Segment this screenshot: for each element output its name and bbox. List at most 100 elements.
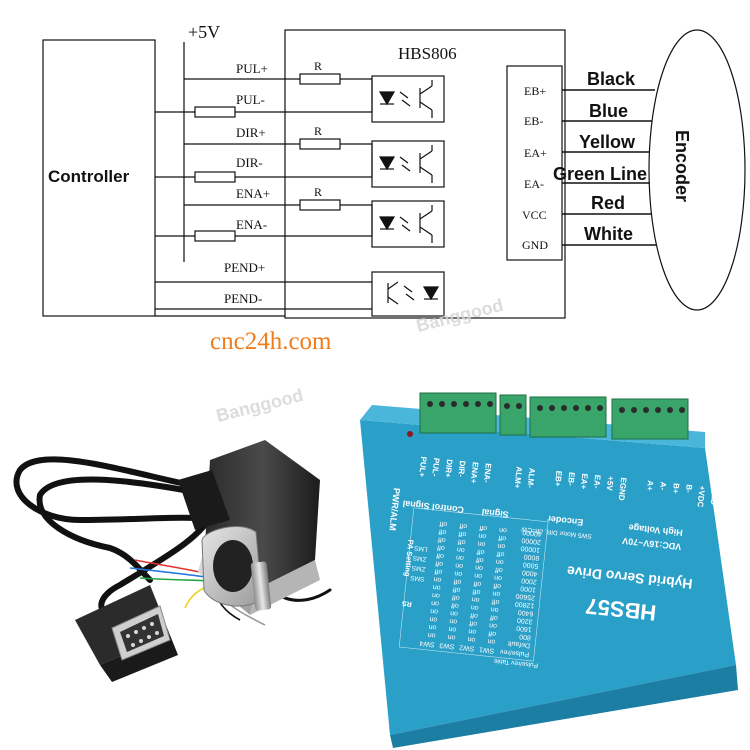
pin-label: ENA+: [236, 186, 270, 201]
table-cell: off: [437, 543, 445, 551]
servo-motor: [178, 440, 320, 615]
table-cell: on: [499, 526, 508, 534]
table-cell: off: [458, 538, 466, 546]
controller-pin-labels: PUL+ PUL- DIR+ DIR- ENA+ ENA- PEND+ PEND…: [224, 61, 270, 306]
group-label: Signal: [481, 507, 509, 520]
header-pin-label: B-: [684, 484, 694, 494]
table-cell: on: [454, 569, 463, 577]
wire-color-label: Black: [587, 69, 636, 89]
table-frame: [398, 507, 549, 662]
pa-setting-label: PA Setting: [403, 539, 416, 577]
table-header: SW3: [439, 641, 455, 650]
header-pin-label: EB+: [553, 470, 564, 487]
optocoupler-ena: [371, 200, 445, 248]
table-cell: off: [452, 593, 460, 601]
table-cell: off: [473, 579, 481, 587]
resistor: [299, 73, 341, 85]
wire-color-label: Green Line: [553, 164, 647, 184]
table-cell: 800: [519, 633, 531, 641]
encoder-connector: [506, 65, 563, 261]
wire-color-label: Red: [591, 193, 625, 213]
watermark: Banggood: [414, 295, 505, 336]
table-cell: on: [428, 623, 437, 631]
table-cell: on: [487, 637, 496, 645]
wire-color-labels: Black Blue Yellow Green Line Red White: [553, 69, 647, 244]
pa-line: ZMS: [411, 564, 426, 572]
table-cell: off: [470, 611, 478, 619]
optocoupler-pend: [371, 271, 445, 317]
resistor-label: R: [314, 185, 322, 199]
table-cell: on: [490, 605, 499, 613]
table-cell: 3200: [517, 616, 533, 625]
header-pin-label: A+: [645, 480, 655, 492]
encoder-ellipse: [648, 29, 746, 311]
table-cell: 12800: [514, 600, 534, 609]
table-cell: off: [472, 587, 480, 595]
supply-label: +5V: [188, 22, 220, 42]
table-cell: off: [491, 597, 499, 605]
header-group-labels: PWR/ALM Control Signal Signal Encoder Hi…: [387, 487, 683, 538]
wire-color-label: Yellow: [579, 132, 636, 152]
header-pin-label: EGND: [617, 477, 628, 501]
table-cell: off: [498, 534, 506, 542]
table-cell: on: [455, 561, 464, 569]
group-label: PWR/ALM: [387, 487, 401, 531]
table-cell: off: [452, 585, 460, 593]
watermark: Banggood: [214, 385, 305, 426]
pin-label: GND: [522, 238, 548, 252]
table-cell: 40000: [522, 528, 542, 537]
table-cell: on: [477, 540, 486, 548]
hbs57-drive: PUL+PUL-DIR+DIR-ENA+ENA-ALM+ALM-EB+EB-EA…: [360, 392, 738, 748]
table-cell: off: [435, 559, 443, 567]
pin-label: PUL-: [236, 92, 265, 107]
pa-line: ZMS: [412, 554, 427, 562]
encoder-label: Encoder: [672, 130, 692, 202]
terminal-block: [499, 394, 527, 436]
table-cell: off: [479, 524, 487, 532]
header-pin-label: A-: [658, 481, 668, 491]
pin-label: VCC: [522, 208, 547, 222]
table-title: Pulse/rev Table: [493, 657, 538, 669]
table-cell: on: [431, 599, 440, 607]
table-header: Pulse/rev: [499, 648, 529, 658]
table-cell: on: [432, 583, 441, 591]
table-cell: on: [497, 542, 506, 550]
table-cell: off: [453, 577, 461, 585]
resistor: [299, 199, 341, 211]
table-cell: on: [456, 546, 465, 554]
pin-label: EB-: [524, 114, 543, 128]
table-cell: off: [490, 613, 498, 621]
table-cell: on: [432, 591, 441, 599]
table-cell: 8000: [523, 553, 539, 562]
table-cell: on: [427, 631, 436, 639]
table-cell: off: [496, 550, 504, 558]
pa-setting-lines: LMS ZMS ZMS SMS: [409, 544, 428, 582]
header-pin-label: +VDC: [695, 485, 706, 508]
pin-label: DIR+: [236, 125, 266, 140]
driver-model-label: HBS806: [398, 44, 457, 63]
table-cell: off: [493, 582, 501, 590]
encoder-pin-labels: EB+ EB- EA+ EA- VCC GND: [522, 84, 548, 252]
db9-connector: [75, 585, 178, 682]
table-cell: off: [476, 556, 484, 564]
header-pin-label: DIR+: [443, 459, 454, 479]
table-cell: 6400: [517, 608, 533, 617]
table-cell: on: [450, 609, 459, 617]
table-cell: 1000: [520, 584, 536, 593]
pin-label: EB+: [524, 84, 546, 98]
header-pin-label: EA-: [592, 474, 602, 489]
table-cell: 5000: [523, 560, 539, 569]
header-pin-label: ENA+: [469, 461, 480, 484]
table-cell: off: [439, 520, 447, 528]
pa-line: SMS: [409, 574, 424, 583]
header-pin-label: DIR-: [456, 460, 467, 478]
header-pin-label: EA+: [579, 473, 590, 490]
table-cell: off: [459, 522, 467, 530]
table-cell: off: [477, 548, 485, 556]
table-cell: off: [458, 530, 466, 538]
table-cell: on: [430, 607, 439, 615]
table-cell: off: [434, 567, 442, 575]
table-cell: off: [436, 551, 444, 559]
header-pin-label: ALM-: [526, 467, 537, 488]
